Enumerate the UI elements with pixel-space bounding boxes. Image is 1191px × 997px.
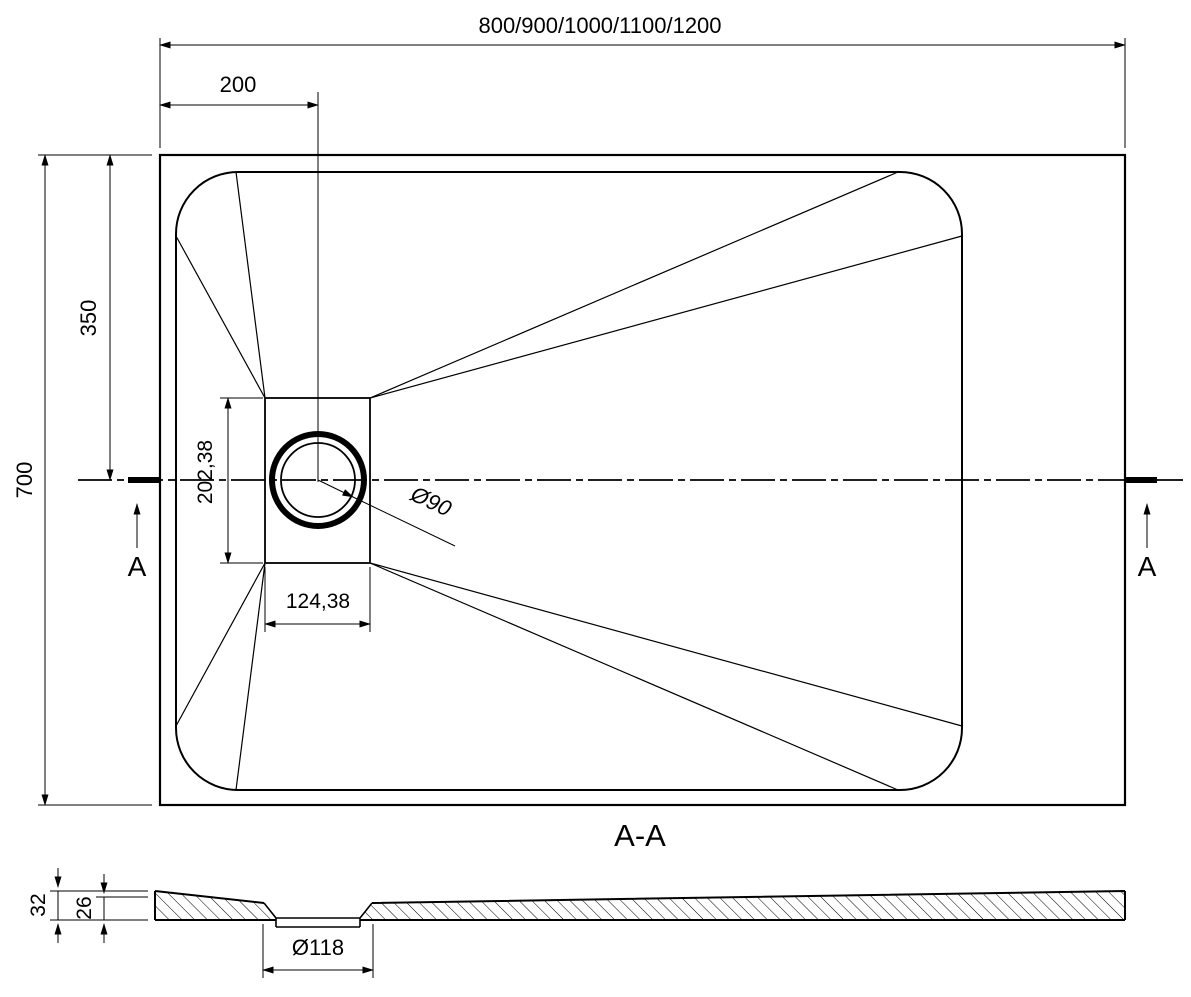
dim-drain-hole: Ø118 bbox=[262, 924, 374, 978]
dim-drain-recess-width: 124,38 bbox=[264, 567, 371, 632]
dim-drain-offset-label: 200 bbox=[220, 72, 257, 97]
dim-drain-diameter: Ø90 bbox=[317, 479, 456, 547]
section-marker-right: A bbox=[1138, 503, 1157, 582]
dim-drain-diameter-label: Ø90 bbox=[406, 481, 456, 522]
dim-drain-offset: 200 bbox=[159, 72, 319, 109]
dim-drain-recess-width-label: 124,38 bbox=[286, 590, 350, 613]
dim-drain-hole-label: Ø118 bbox=[292, 935, 344, 960]
dim-drain-diameter-leader bbox=[352, 496, 456, 547]
dim-width-label: 800/900/1000/1100/1200 bbox=[478, 13, 721, 38]
section-view: A-A 32 26 Ø118 bbox=[27, 818, 1126, 978]
section-title: A-A bbox=[614, 818, 666, 853]
dim-drain-diameter-arrow bbox=[317, 479, 354, 498]
top-view: A A 800/900/1000/1100/1200 200 700 350 bbox=[12, 13, 1186, 807]
basin-rounded-contour bbox=[175, 171, 963, 791]
dim-height-label: 700 bbox=[12, 462, 37, 499]
dim-base-thickness: 26 bbox=[73, 874, 148, 943]
section-marker-left: A bbox=[128, 503, 147, 582]
drain-pocket-fill bbox=[262, 901, 374, 919]
dim-total-thickness-label: 32 bbox=[27, 893, 50, 916]
dim-drain-recess-height-label: 202,38 bbox=[194, 440, 217, 504]
section-letter-left: A bbox=[128, 551, 147, 582]
dim-height-extension-lines bbox=[38, 154, 152, 806]
drain-pocket-outline bbox=[263, 902, 373, 928]
dim-total-thickness-extension-lines bbox=[50, 890, 148, 921]
dim-total-thickness: 32 bbox=[27, 868, 148, 943]
dim-drain-recess-height: 202,38 bbox=[194, 397, 263, 564]
slope-fold-lines bbox=[175, 171, 963, 791]
dim-base-thickness-label: 26 bbox=[73, 896, 96, 919]
dim-height: 700 bbox=[12, 154, 152, 806]
dim-center-distance-label: 350 bbox=[76, 300, 101, 337]
section-body-hatch bbox=[155, 891, 1125, 920]
drain-flange-fill bbox=[276, 916, 360, 927]
section-outline bbox=[154, 890, 1126, 921]
section-letter-right: A bbox=[1138, 551, 1157, 582]
dim-width-extension-lines bbox=[159, 38, 1126, 148]
dim-center-distance: 350 bbox=[76, 154, 114, 481]
dim-width: 800/900/1000/1100/1200 bbox=[159, 13, 1126, 148]
